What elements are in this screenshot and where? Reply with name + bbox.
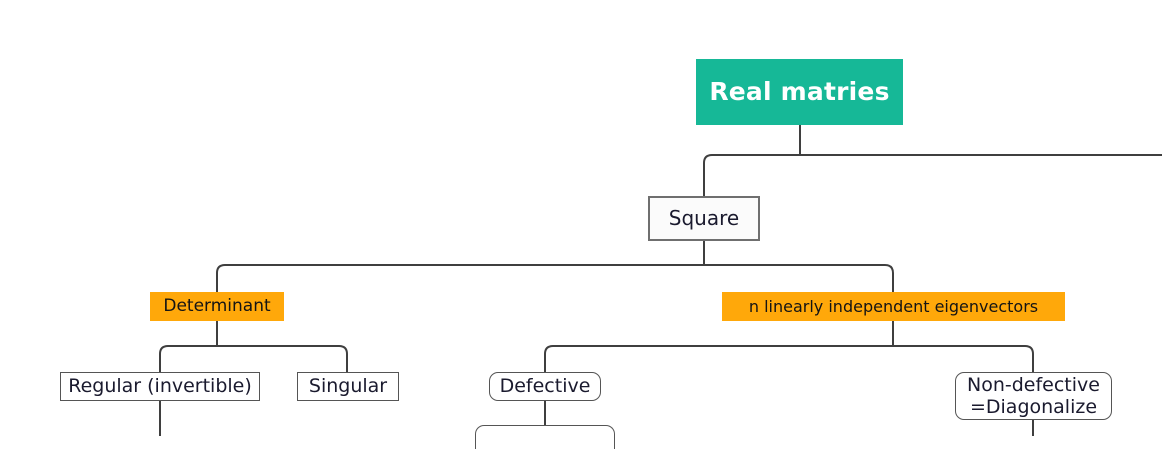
- edge-determinant-to-regular: [159, 345, 217, 372]
- node-real-matrices-label: Real matries: [709, 77, 890, 106]
- node-non-defective-label-line1: Non-defective: [967, 373, 1100, 396]
- node-real-matrices[interactable]: Real matries: [696, 59, 903, 125]
- node-non-defective-label-line2: =Diagonalize: [969, 396, 1098, 418]
- node-regular-invertible[interactable]: Regular (invertible): [60, 372, 260, 401]
- connector-lines: [159, 125, 1162, 436]
- node-square[interactable]: Square: [648, 196, 760, 241]
- node-n-linearly-independent-eigenvectors[interactable]: n linearly independent eigenvectors: [722, 292, 1065, 321]
- node-defective-label: Defective: [499, 374, 591, 397]
- edge-square-to-determinant: [216, 264, 704, 292]
- node-singular-label: Singular: [308, 374, 388, 397]
- node-singular[interactable]: Singular: [297, 372, 399, 401]
- node-defective-child-clipped[interactable]: [475, 425, 615, 449]
- edge-root-to-square: [703, 154, 1162, 196]
- node-square-label: Square: [668, 206, 740, 231]
- edge-eigenvectors-to-nondefective: [893, 345, 1034, 372]
- node-determinant-label: Determinant: [163, 295, 271, 316]
- node-regular-invertible-label: Regular (invertible): [68, 374, 252, 397]
- node-defective[interactable]: Defective: [489, 372, 601, 401]
- edge-eigenvectors-to-defective: [544, 345, 893, 372]
- edge-determinant-to-singular: [217, 345, 348, 372]
- node-n-linearly-independent-eigenvectors-label: n linearly independent eigenvectors: [748, 296, 1039, 316]
- node-non-defective[interactable]: Non-defective =Diagonalize: [955, 372, 1112, 420]
- diagram-canvas: Real matries Square Determinant n linear…: [60, 59, 1162, 449]
- edge-square-to-eigenvectors: [704, 264, 894, 292]
- node-determinant[interactable]: Determinant: [150, 292, 284, 321]
